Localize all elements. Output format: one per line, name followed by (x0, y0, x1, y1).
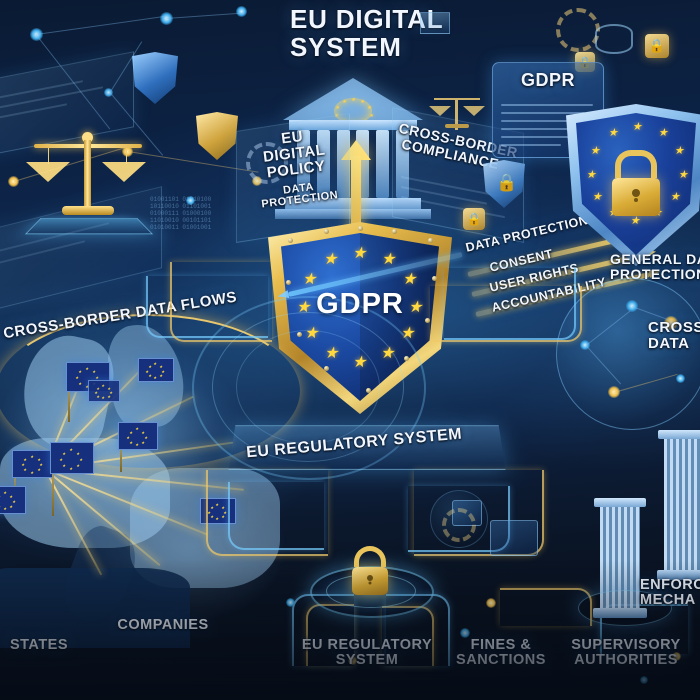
shield-icon (196, 112, 238, 160)
cross-border-data-label: CROSS-BORDER DATA (648, 320, 700, 352)
binary-stream: 01001101 01010100 10110010 01101001 0100… (150, 196, 212, 231)
gear-icon (556, 8, 600, 52)
secure-data-platform (310, 540, 434, 620)
bottom-label-eu-regulatory-system: EU REGULATORY SYSTEM (292, 637, 442, 669)
gear-icon (442, 508, 476, 542)
policy-line-2: DIGITAL (262, 141, 327, 166)
gdp-caption-line-2: PROTECTION (610, 265, 700, 282)
eu-flag: ★★★★★★★★ (88, 380, 120, 402)
map-arc-label: CROSS-BORDER DATA FLOWS (2, 288, 239, 343)
bottom-label-fines-sanctions: FINES & SANCTIONS (446, 637, 556, 669)
globe-line-2: DATA (648, 334, 690, 352)
eu-flag: ★★★★★★★★ (12, 450, 54, 478)
arrow-label-user-rights: USER RIGHTS (488, 260, 581, 295)
scales-of-justice-icon (24, 118, 154, 238)
left-lower-panel (0, 186, 162, 316)
bottom-label-companies: COMPANIES (117, 617, 209, 633)
policy-line-3: POLICY (265, 157, 327, 182)
padlock-icon (352, 546, 388, 595)
doc-card-title: GDPR (520, 70, 575, 90)
ers-line-1: EU REGULATORY (301, 637, 433, 653)
padlock-icon: 🔒 (575, 52, 595, 72)
shield-icon (132, 52, 178, 104)
gdpr-shield[interactable]: ★ ★ ★ ★ ★ ★ ★ ★ ★ ★ ★ ★ GDPR (268, 222, 452, 414)
bar-chart-icon (420, 12, 450, 34)
arrow-label-accountability: ACCOUNTABILITY (490, 274, 608, 315)
classical-column-icon (657, 430, 700, 580)
server-icon (490, 520, 538, 556)
network-globe-icon (430, 490, 488, 548)
compliance-line-1: CROSS-BORDER (397, 119, 520, 161)
padlock-icon: 🔒 (463, 208, 485, 230)
gdpr-shield-label: GDPR (316, 288, 404, 320)
title-line-2: SYSTEM (290, 31, 402, 62)
bottom-label-member-states: STATES (9, 637, 69, 653)
eu-digital-policy-label: EU DIGITAL POLICY DATA PROTECTION (238, 124, 355, 214)
padlock-icon: 🔒 (645, 34, 669, 58)
eu-regulatory-system-banner: EU REGULATORY SYSTEM (228, 424, 506, 470)
eu-star-ring: ★★ ★★ ★★ ★★ ★★ (334, 97, 374, 127)
shield-face (576, 113, 696, 255)
ers-line-2: SYSTEM (335, 652, 399, 669)
network-globe-icon (556, 278, 700, 430)
fines-line-2: SANCTIONS (456, 652, 546, 669)
classical-temple-icon: ★★ ★★ ★★ ★★ ★★ (275, 78, 431, 228)
eu-flag: ★★★★★★★★ (50, 442, 94, 474)
left-glass-panel (0, 51, 134, 157)
policy-line-4: DATA (282, 180, 315, 197)
cross-border-data-flows-label: CROSS-BORDER DATA FLOWS (2, 286, 261, 342)
cross-border-arc (0, 314, 300, 468)
enf-line-1: ENFORCE (640, 577, 700, 593)
bottom-label-enforcement-mechanisms: ENFORCE MECHA (640, 577, 700, 609)
title-line-1: EU DIGITAL (290, 4, 444, 34)
scales-of-justice-icon (429, 84, 485, 138)
eu-flag: ★★★★★★★★ (200, 498, 236, 524)
eu-flag: ★★★★★★★★ (138, 358, 174, 382)
eu-flag: ★★★★★★★★ (0, 486, 26, 514)
banner-label: EU REGULATORY SYSTEM (245, 425, 463, 462)
general-data-protection-shield[interactable]: ★★ ★★ ★★ ★★ ★★ ★★ (566, 104, 700, 266)
arrow-label-consent: CONSENT (488, 246, 555, 275)
bottom-label-supervisory-authorities: SUPERVISORY AUTHORITIES (556, 637, 696, 669)
background-network-left: 01001101 01010100 10110010 01101001 0100… (0, 0, 300, 231)
column-platform-glow (578, 590, 672, 626)
fines-line-1: FINES & (470, 637, 532, 653)
data-flow-hub (38, 461, 54, 477)
globe-line-1: CROSS-BORDER (648, 319, 700, 336)
chip-icon (452, 500, 482, 526)
policy-line-5: PROTECTION (260, 189, 339, 211)
sup-line-1: SUPERVISORY (571, 637, 681, 653)
classical-column-icon (593, 498, 647, 618)
eu-flag: ★★★★★★★★ (118, 422, 158, 450)
enf-line-2: MECHA (640, 592, 696, 609)
lock-shield-icon: 🔒 (483, 160, 525, 208)
eu-flag: ★★★★★★★★ (66, 362, 110, 392)
page-title: EU DIGITAL SYSTEM (290, 4, 590, 62)
sup-line-2: AUTHORITIES (574, 652, 678, 669)
database-icon (595, 24, 633, 54)
policy-line-1: EU (280, 127, 305, 148)
globe-network-nodes (556, 278, 700, 428)
